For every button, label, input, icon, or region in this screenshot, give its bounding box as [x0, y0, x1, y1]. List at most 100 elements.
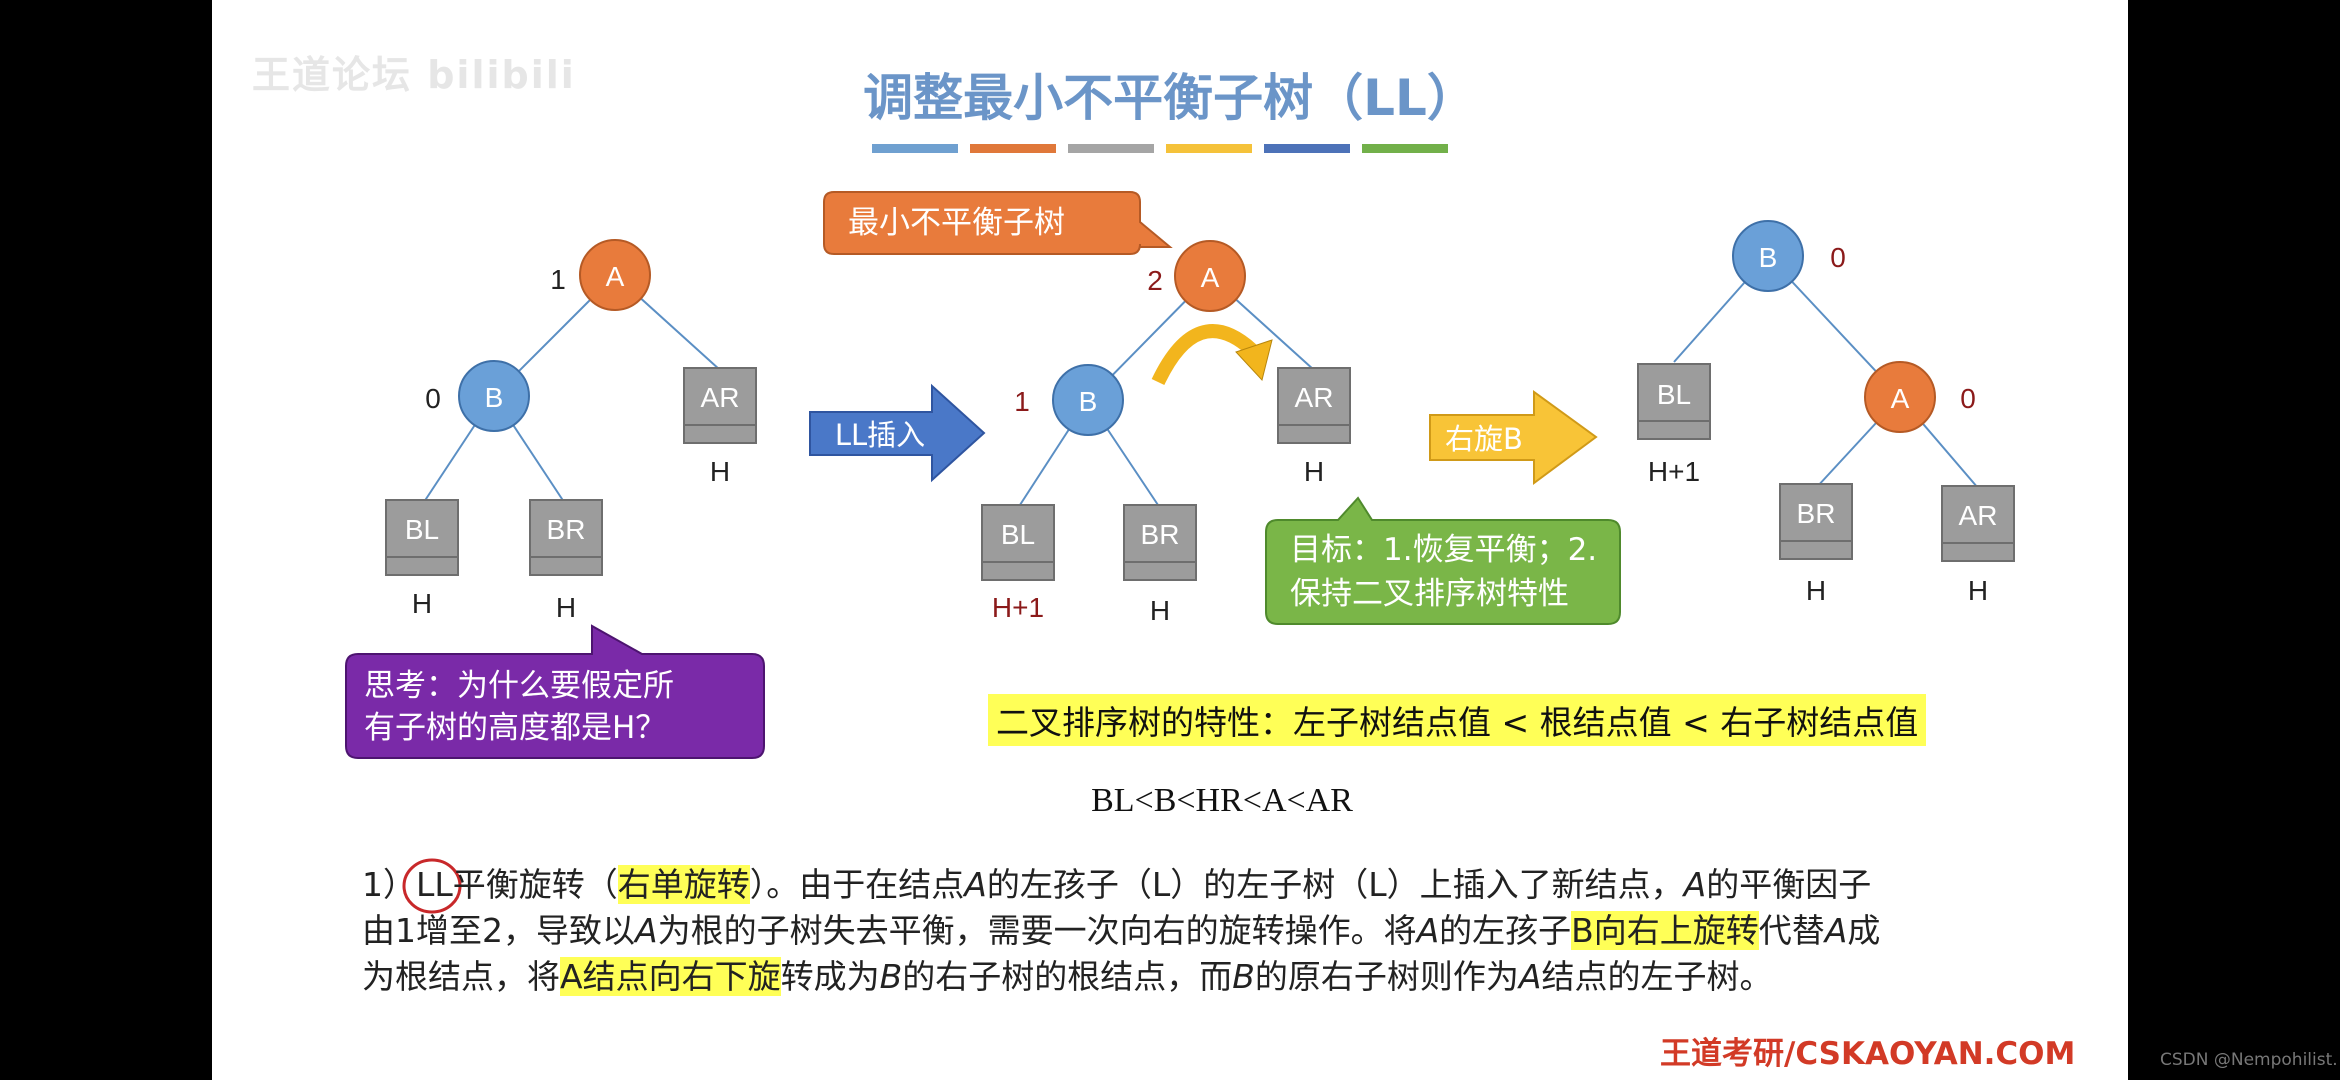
- rotate-curve-arrow: [1151, 324, 1257, 386]
- tree3-box-bl-height: H+1: [1648, 456, 1700, 487]
- tree1-box-ar-height: H: [710, 456, 730, 487]
- title-bar-segment: [1166, 144, 1252, 153]
- para-seg: 平衡旋转（: [452, 865, 618, 904]
- para-seg: 1）: [362, 865, 416, 904]
- para-seg: 为根的子树失去平衡，需要一次向右的旋转操作。将: [657, 911, 1417, 950]
- title-bar-segment: [970, 144, 1056, 153]
- tree2-box-ar-height: H: [1304, 456, 1324, 487]
- para-italic: A: [1683, 865, 1707, 904]
- tree2-node-b-label: B: [1079, 386, 1098, 417]
- rotate-curve-arrow-head: [1235, 339, 1273, 382]
- para-seg: LL: [416, 865, 453, 904]
- title-bar-segment: [1068, 144, 1154, 153]
- tree2-node-a-balance: 2: [1147, 265, 1163, 296]
- title-color-bar: [872, 144, 1448, 153]
- tree1-node-a-balance: 1: [550, 264, 566, 295]
- tree1-node-b-balance: 0: [425, 383, 441, 414]
- tree3-box-ar-label: AR: [1959, 500, 1998, 531]
- tree3-box-bl-label: BL: [1657, 379, 1691, 410]
- tree3-node-b: [1732, 220, 1804, 292]
- tree3-box-br-label: BR: [1797, 498, 1836, 529]
- csdn-watermark: CSDN @Nempohilist.: [2160, 1050, 2338, 1070]
- bst-property-line: 二叉排序树的特性：左子树结点值 < 根结点值 < 右子树结点值: [988, 694, 1927, 746]
- tree2-box-bl-height: H+1: [992, 592, 1044, 623]
- goal-bubble: 目标：1.恢复平衡；2. 保持二叉排序树特性: [1265, 496, 1621, 625]
- tree2-box-bl: BL H+1: [981, 504, 1055, 623]
- tree2-box-ar: AR H: [1277, 367, 1351, 487]
- tree-after-insert: A 2 B 1 AR H BL H+1 BR: [981, 240, 1351, 626]
- tree3-box-br: BR H: [1779, 483, 1853, 606]
- title-bar-segment: [1264, 144, 1350, 153]
- tree1-box-bl-height: H: [412, 588, 432, 619]
- brand-footer: 王道考研/CSKAOYAN.COM: [1660, 1036, 2076, 1072]
- tree1-box-ar: AR H: [683, 367, 757, 487]
- para-seg: 结点的左子树。: [1541, 957, 1773, 996]
- explanation-paragraph: 1）LL平衡旋转（右单旋转）。由于在结点A的左孩子（L）的左子树（L）上插入了新…: [362, 862, 2102, 1000]
- para-seg: 的原右子树则作为: [1254, 957, 1519, 996]
- tree1-node-b: [458, 360, 530, 432]
- tree3-node-a-label: A: [1891, 383, 1910, 414]
- para-seg: 的平衡因子: [1706, 865, 1872, 904]
- para-seg: 转成为: [780, 957, 880, 996]
- tree3-box-ar-height: H: [1968, 575, 1988, 606]
- callout-min-subtree-text: 最小不平衡子树: [848, 205, 1065, 241]
- tree1-box-ar-label: AR: [701, 382, 740, 413]
- tree1-box-br: BR H: [529, 499, 603, 623]
- tree3-box-br-height: H: [1806, 575, 1826, 606]
- tree3-node-b-balance: 0: [1830, 242, 1846, 273]
- para-italic: A: [1824, 911, 1848, 950]
- tree1-node-b-label: B: [485, 382, 504, 413]
- tree2-node-b: [1052, 364, 1124, 436]
- think-bubble-line2: 有子树的高度都是H？: [364, 710, 666, 746]
- para-seg: 由1增至2，导致以: [362, 911, 635, 950]
- bst-order-line: BL<B<HR<A<AR: [1091, 782, 1353, 819]
- tree3-node-a-balance: 0: [1960, 383, 1976, 414]
- para-seg: 的右子树的根结点，而: [902, 957, 1233, 996]
- tree1-box-br-label: BR: [547, 514, 586, 545]
- title-bar-segment: [872, 144, 958, 153]
- para-seg: 为根结点，将: [362, 957, 560, 996]
- tree3-box-bl: BL H+1: [1637, 363, 1711, 487]
- para-italic: B: [1232, 957, 1255, 996]
- diagram-canvas: A 1 B 0 AR H BL H BR H: [345, 144, 2015, 914]
- watermark-logo: 王道论坛 bilibili: [252, 53, 576, 97]
- slide-title: 调整最小不平衡子树（LL）: [863, 69, 1477, 127]
- para-highlight: B向右上旋转: [1571, 911, 1759, 950]
- tree2-node-a: [1174, 240, 1246, 312]
- tree-before: A 1 B 0 AR H BL H BR H: [385, 239, 757, 623]
- ll-annotation-circle: [402, 858, 462, 914]
- para-italic: A: [635, 911, 658, 950]
- para-seg: 的左孩子（L）的左子树（L）上插入了新结点，: [986, 865, 1684, 904]
- tree1-node-a: [579, 239, 651, 311]
- arrow-ll-insert-label: LL插入: [835, 418, 925, 452]
- para-highlight: 右单旋转: [617, 865, 750, 904]
- para-italic: A: [1416, 911, 1440, 950]
- slide: 王道论坛 bilibili 调整最小不平衡子树（LL） A 1 B 0 AR H: [212, 0, 2128, 1080]
- para-seg: 代替: [1758, 911, 1825, 950]
- goal-bubble-line1: 目标：1.恢复平衡；2.: [1290, 532, 1597, 568]
- tree2-box-br-label: BR: [1141, 519, 1180, 550]
- para-highlight: A结点向右下旋: [560, 957, 781, 996]
- para-italic: A: [964, 865, 987, 904]
- arrow-rotate-b-label: 右旋B: [1445, 422, 1523, 456]
- think-bubble: 思考：为什么要假定所 有子树的高度都是H？: [345, 624, 765, 759]
- tree2-node-a-label: A: [1201, 262, 1220, 293]
- para-seg: 成: [1847, 911, 1881, 950]
- callout-min-subtree: 最小不平衡子树: [823, 191, 1173, 255]
- title-bar-segment: [1362, 144, 1448, 153]
- tree1-box-br-height: H: [556, 592, 576, 623]
- tree-after-rotation: B 0 A 0 BL H+1 BR H AR H: [1637, 220, 2015, 606]
- tree2-box-br: BR H: [1123, 504, 1197, 626]
- arrow-ll-insert: LL插入: [809, 383, 986, 483]
- think-bubble-line1: 思考：为什么要假定所: [364, 668, 674, 704]
- tree1-box-bl-label: BL: [405, 514, 439, 545]
- para-italic: A: [1518, 957, 1542, 996]
- tree1-node-a-label: A: [606, 261, 625, 292]
- tree3-box-ar: AR H: [1941, 485, 2015, 606]
- tree2-box-ar-label: AR: [1295, 382, 1334, 413]
- tree1-box-bl: BL H: [385, 499, 459, 619]
- tree3-node-a: [1864, 361, 1936, 433]
- para-italic: B: [879, 957, 903, 996]
- tree2-box-bl-label: BL: [1001, 519, 1035, 550]
- arrow-rotate-b: 右旋B: [1429, 390, 1598, 485]
